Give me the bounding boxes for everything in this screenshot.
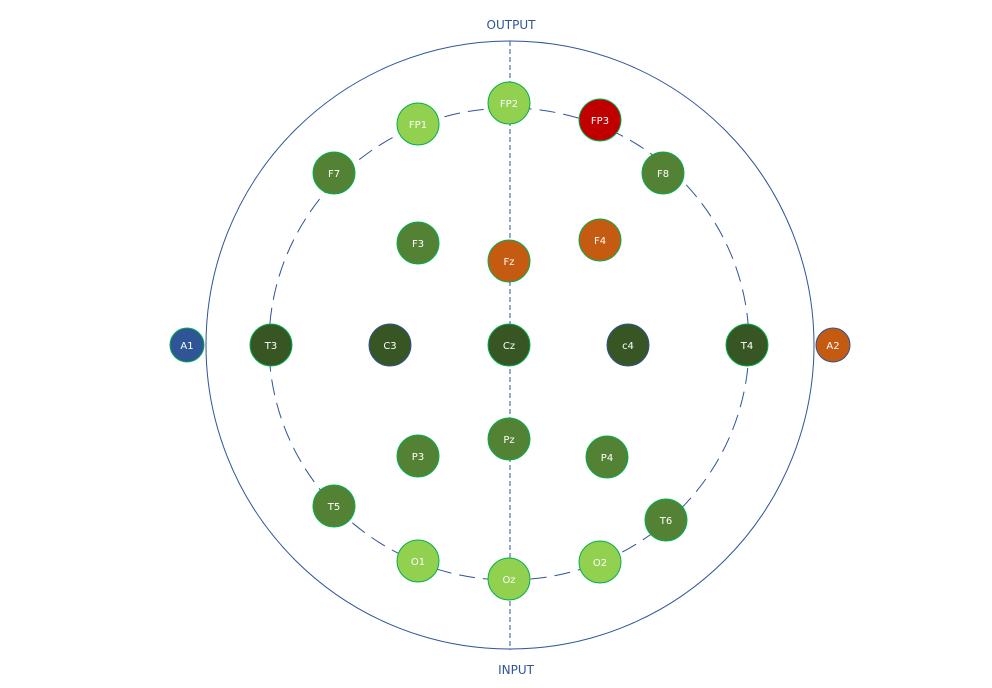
electrode-fz: Fz: [487, 239, 531, 283]
electrode-p3-marker: [396, 434, 440, 478]
electrode-t4-label: T4: [740, 341, 753, 352]
electrode-p4-marker: [585, 435, 629, 479]
electrode-a1-marker: [169, 327, 205, 363]
electrode-f3: F3: [396, 221, 440, 265]
output-label: OUTPUT: [487, 18, 537, 32]
electrode-c4: c4: [606, 323, 650, 367]
electrode-oz-marker: [487, 557, 531, 601]
electrode-a2-marker: [815, 327, 851, 363]
electrode-pz-marker: [487, 417, 531, 461]
electrode-o1-label: O1: [411, 557, 425, 568]
electrode-c3-label: C3: [383, 341, 396, 352]
electrode-p4: P4: [585, 435, 629, 479]
electrode-cz-label: Cz: [503, 341, 515, 352]
electrode-t3-marker: [249, 323, 293, 367]
electrode-fz-marker: [487, 239, 531, 283]
electrode-c4-label: c4: [622, 341, 634, 352]
electrode-pz-label: Pz: [503, 435, 514, 446]
electrode-t4-marker: [725, 323, 769, 367]
electrode-t6-marker: [644, 498, 688, 542]
electrode-t5-marker: [312, 484, 356, 528]
electrode-t3: T3: [249, 323, 293, 367]
electrode-a1-label: A1: [180, 341, 193, 352]
electrode-o2-marker: [578, 540, 622, 584]
electrode-fp3: FP3: [578, 98, 622, 142]
electrode-f7-label: F7: [328, 169, 340, 180]
electrode-fp2-marker: [487, 81, 531, 125]
electrode-cz-marker: [487, 323, 531, 367]
electrode-fp1-label: FP1: [409, 120, 427, 131]
electrode-t6: T6: [644, 498, 688, 542]
electrode-a2-label: A2: [826, 341, 839, 352]
electrode-f4-marker: [578, 218, 622, 262]
electrode-c3: C3: [368, 323, 412, 367]
electrode-cz: Cz: [487, 323, 531, 367]
electrode-o1: O1: [396, 539, 440, 583]
electrode-fp3-marker: [578, 98, 622, 142]
electrode-oz: Oz: [487, 557, 531, 601]
electrode-p4-label: P4: [601, 453, 613, 464]
electrode-p3-label: P3: [412, 452, 424, 463]
electrode-f7: F7: [312, 151, 356, 195]
electrode-pz: Pz: [487, 417, 531, 461]
electrode-o2-label: O2: [593, 558, 607, 569]
electrode-fp2: FP2: [487, 81, 531, 125]
electrode-fz-label: Fz: [503, 257, 514, 268]
electrode-f4-label: F4: [594, 236, 606, 247]
electrode-t6-label: T6: [659, 516, 672, 527]
electrode-a2: A2: [815, 327, 851, 363]
electrode-f4: F4: [578, 218, 622, 262]
electrode-o1-marker: [396, 539, 440, 583]
electrode-fp1-marker: [396, 102, 440, 146]
electrode-f8-marker: [641, 151, 685, 195]
electrode-f3-label: F3: [412, 239, 424, 250]
electrode-o2: O2: [578, 540, 622, 584]
electrode-c3-marker: [368, 323, 412, 367]
electrode-t4: T4: [725, 323, 769, 367]
electrode-fp2-label: FP2: [500, 99, 518, 110]
electrode-t5-label: T5: [327, 502, 340, 513]
electrode-t5: T5: [312, 484, 356, 528]
input-label: INPUT: [498, 663, 535, 677]
electrode-fp3-label: FP3: [591, 116, 609, 127]
electrode-p3: P3: [396, 434, 440, 478]
electrode-f3-marker: [396, 221, 440, 265]
electrode-f8-label: F8: [657, 169, 669, 180]
electrode-f8: F8: [641, 151, 685, 195]
electrode-a1: A1: [169, 327, 205, 363]
electrode-oz-label: Oz: [502, 575, 515, 586]
electrode-t3-label: T3: [264, 341, 277, 352]
electrode-fp1: FP1: [396, 102, 440, 146]
electrode-f7-marker: [312, 151, 356, 195]
electrode-c4-marker: [606, 323, 650, 367]
